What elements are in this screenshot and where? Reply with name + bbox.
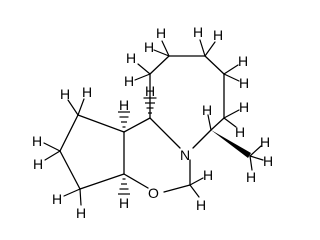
h-label: H — [260, 134, 270, 150]
h-label: H — [193, 24, 203, 40]
atom-labels: N O H H H H H H H H H H H H H H H H H H … — [32, 24, 273, 221]
h-label: H — [76, 205, 86, 221]
structure-diagram: N O H H H H H H H H H H H H H H H H H H … — [32, 24, 273, 221]
bond-c3-c4 — [204, 55, 225, 75]
bond-c11-c12 — [59, 114, 79, 152]
h-label: H — [203, 167, 213, 183]
h-label: H — [235, 124, 245, 140]
bond-c10-c7 — [123, 117, 151, 133]
h-label: H — [202, 102, 212, 118]
h-label: H — [238, 53, 248, 69]
h-label: H — [126, 50, 136, 66]
h-label: H — [32, 133, 42, 149]
molecule-drawing: N O H H H H H H H H H H H H H H H H H H … — [32, 24, 273, 221]
bond-c13-c9 — [79, 173, 125, 190]
h-label: H — [144, 39, 154, 55]
bond-o-c9 — [123, 173, 149, 189]
h-label: H — [239, 99, 249, 115]
h-label: H — [246, 169, 256, 185]
h-label: H — [196, 197, 206, 213]
h-label: H — [145, 83, 155, 99]
h-label: H — [119, 97, 129, 113]
h-label: H — [60, 86, 70, 102]
bond-c8-o — [163, 184, 191, 193]
bond-c12-c13 — [59, 150, 81, 190]
hash-bond-c7-h — [143, 97, 157, 114]
h-label: H — [124, 73, 134, 89]
bond-c1-c2 — [149, 55, 170, 75]
h-label: H — [33, 156, 43, 172]
bond-c10-c11 — [77, 114, 125, 133]
h-label: H — [239, 75, 249, 91]
ring-bonds — [59, 55, 225, 193]
bond-c5-c6 — [210, 117, 225, 131]
h-label: H — [119, 195, 129, 211]
hash-bond-c10-h — [118, 111, 130, 128]
h-label: H — [213, 27, 223, 43]
atom-label-nitrogen: N — [180, 147, 190, 163]
atom-label-oxygen: O — [148, 185, 159, 201]
hydrogen-bonds — [43, 39, 264, 206]
h-label: H — [52, 191, 62, 207]
bond-n-c7 — [149, 117, 181, 149]
h-label: H — [156, 25, 166, 41]
h-label: H — [82, 84, 92, 100]
hash-bond-c9-h — [118, 178, 130, 195]
h-label: H — [263, 153, 273, 169]
wedge-bond-methyl — [211, 130, 251, 158]
bond-c6-n — [192, 129, 212, 149]
stereo-bonds — [118, 97, 251, 195]
